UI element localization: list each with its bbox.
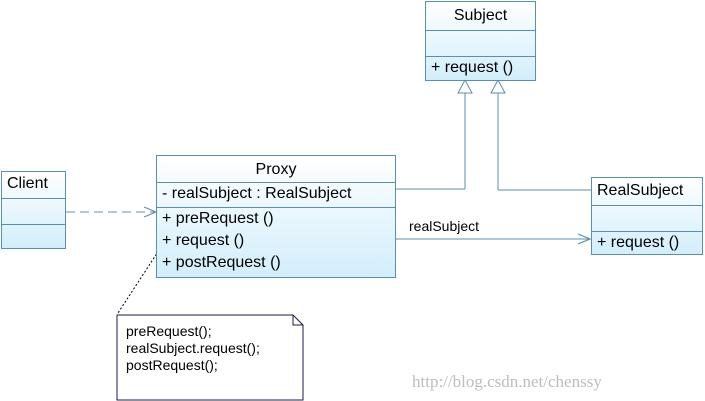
client-attributes-section bbox=[2, 198, 65, 224]
note-line: realSubject.request(); bbox=[126, 340, 260, 356]
subject-operations-section: + request () bbox=[426, 56, 535, 80]
generalization-arrowhead-proxy bbox=[457, 78, 473, 94]
realsubject-attributes-section bbox=[592, 205, 702, 231]
subject-class-name: Subject bbox=[453, 7, 508, 24]
realsubject-operations-section: + request () bbox=[592, 231, 702, 254]
proxy-class[interactable]: Proxy - realSubject : RealSubject + preR… bbox=[156, 155, 396, 278]
note-shape bbox=[116, 314, 304, 401]
realsubject-class-name: RealSubject bbox=[597, 182, 684, 199]
note-anchor-line bbox=[117, 243, 164, 314]
proxy-class-name: Proxy bbox=[255, 161, 297, 178]
proxy-operations-section: + preRequest () + request () + postReque… bbox=[157, 207, 395, 277]
note-fold bbox=[292, 315, 303, 326]
subject-operation-request: + request () bbox=[431, 59, 514, 76]
association-label: realSubject bbox=[409, 218, 480, 234]
realsubject-class[interactable]: RealSubject + request () bbox=[591, 177, 703, 255]
proxy-attributes-section: - realSubject : RealSubject bbox=[157, 182, 395, 207]
note-line: postRequest(); bbox=[126, 357, 218, 373]
subject-class[interactable]: Subject + request () bbox=[425, 1, 536, 81]
proxy-operation-postrequest: + postRequest () bbox=[162, 254, 281, 271]
association-arrowhead bbox=[577, 233, 592, 245]
client-operations-section bbox=[2, 224, 65, 248]
proxy-operation-request: + request () bbox=[162, 232, 245, 249]
note-line: preRequest(); bbox=[126, 323, 212, 339]
proxy-operation-prerequest: + preRequest () bbox=[162, 210, 274, 227]
subject-attributes-section bbox=[426, 30, 535, 56]
client-class[interactable]: Client bbox=[1, 171, 66, 249]
watermark: http://blog.csdn.net/chenssy bbox=[412, 372, 602, 391]
client-class-name: Client bbox=[7, 175, 48, 192]
generalization-arrowhead-realsubject bbox=[490, 78, 506, 94]
realsubject-operation-request: + request () bbox=[597, 234, 680, 251]
proxy-attribute-realsubject: - realSubject : RealSubject bbox=[162, 185, 352, 202]
note[interactable]: preRequest(); realSubject.request(); pos… bbox=[117, 315, 303, 400]
